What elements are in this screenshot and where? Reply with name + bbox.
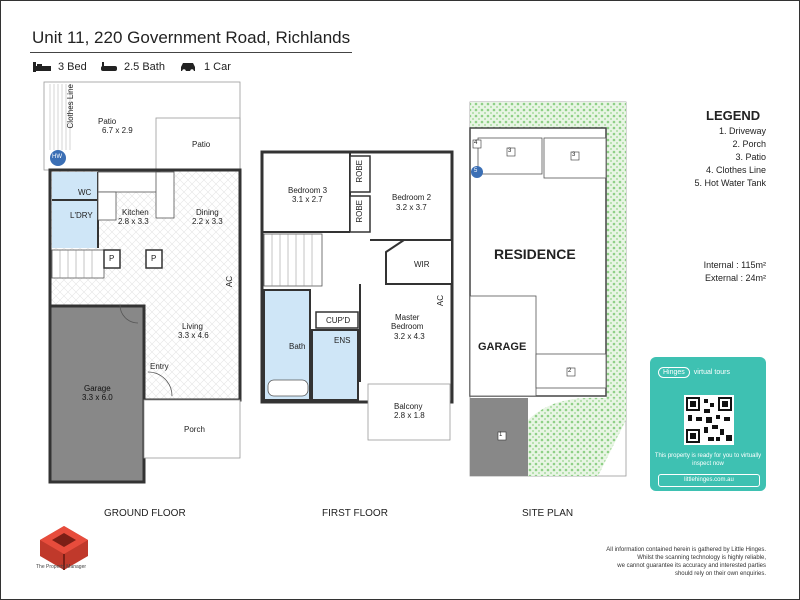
garage-label: Garage — [84, 384, 111, 393]
disclaimer-line-1: All information contained herein is gath… — [606, 547, 766, 553]
residence-label: RESIDENCE — [494, 246, 576, 262]
ground-floor-label: GROUND FLOOR — [104, 508, 186, 519]
porch-label: Porch — [184, 425, 205, 434]
legend-title: LEGEND — [706, 108, 761, 123]
baths-feature: 2.5 Bath — [100, 61, 165, 73]
cars-feature: 1 Car — [178, 61, 231, 73]
site-garage-label: GARAGE — [478, 341, 527, 353]
bathtub-icon — [101, 62, 117, 71]
laundry-label: L'DRY — [70, 211, 93, 220]
property-manager-logo-icon — [40, 526, 88, 570]
kitchen-label: Kitchen — [122, 208, 149, 217]
virtual-tours-text: virtual tours — [693, 369, 730, 376]
master-label-2: Bedroom — [391, 322, 424, 331]
wc-label: WC — [78, 188, 92, 197]
legend-item-5: 5. Hot Water Tank — [694, 178, 766, 188]
wir-label: WIR — [414, 260, 430, 269]
disclaimer-line-4: should rely on their own enquiries. — [674, 571, 766, 578]
site-marker-2: 2 — [568, 368, 572, 374]
living-label: Living — [182, 322, 203, 331]
virtual-tour-url[interactable]: littlehinges.com.au — [658, 474, 760, 487]
beds-feature: 3 Bed — [32, 61, 87, 73]
kitchen-dim: 2.8 x 3.3 — [118, 217, 149, 226]
first-floor-label: FIRST FLOOR — [322, 508, 388, 519]
bedroom3-dim: 3.1 x 2.7 — [292, 195, 323, 204]
garage-dim: 3.3 x 6.0 — [82, 393, 113, 402]
baths-count: 2.5 Bath — [124, 61, 165, 73]
dining-label: Dining — [196, 208, 219, 217]
cars-count: 1 Car — [204, 61, 231, 73]
balcony-dim: 2.8 x 1.8 — [394, 411, 425, 420]
cupboard-label: CUP'D — [326, 316, 351, 325]
virtual-tour-brand: Hinges virtual tours — [658, 367, 730, 378]
site-marker-5: 5 — [474, 168, 478, 174]
ensuite-label: ENS — [334, 336, 351, 345]
hot-water-label: HW — [52, 154, 62, 160]
bed-icon — [33, 62, 51, 72]
disclaimer-line-2: Whilst the scanning technology is highly… — [637, 555, 766, 562]
living-dim: 3.3 x 4.6 — [178, 331, 209, 340]
external-area: External : 24m² — [704, 273, 766, 283]
patio-main-label: Patio — [98, 117, 117, 126]
master-dim: 3.2 x 4.3 — [394, 332, 425, 341]
site-marker-3b: 3 — [572, 152, 576, 158]
legend-item-4: 4. Clothes Line — [705, 165, 766, 175]
disclaimer-line-3: we cannot guarantee its accuracy and int… — [617, 563, 766, 570]
property-address: Unit 11, 220 Government Road, Richlands — [32, 28, 351, 47]
bedroom2-dim: 3.2 x 3.7 — [396, 203, 427, 212]
qr-code-icon[interactable] — [684, 395, 734, 445]
brand-name: The Property Manager — [36, 564, 87, 570]
legend-item-3: 3. Patio — [735, 152, 766, 162]
entry-label: Entry — [150, 362, 169, 371]
site-plan-label: SITE PLAN — [522, 508, 574, 519]
hinges-logo: Hinges — [658, 367, 690, 378]
bath-label: Bath — [289, 342, 306, 351]
dining-dim: 2.2 x 3.3 — [192, 217, 223, 226]
patio-side-label: Patio — [192, 140, 211, 149]
master-label: Master — [395, 313, 420, 322]
internal-area: Internal : 115m² — [703, 260, 766, 270]
patio-main-dim: 6.7 x 2.9 — [102, 126, 133, 135]
balcony-label: Balcony — [394, 402, 423, 411]
legend-item-2: 2. Porch — [732, 139, 766, 149]
legend-item-1: 1. Driveway — [718, 126, 766, 136]
site-marker-1: 1 — [499, 432, 503, 438]
bedroom2-label: Bedroom 2 — [392, 193, 432, 202]
site-marker-3a: 3 — [508, 148, 512, 154]
beds-count: 3 Bed — [58, 61, 87, 73]
bedroom3-label: Bedroom 3 — [288, 186, 328, 195]
pantry-label-1: P — [109, 254, 115, 263]
virtual-tour-message: This property is ready for you to virtua… — [654, 453, 762, 467]
title-divider — [30, 52, 352, 53]
virtual-tour-card[interactable]: Hinges virtual tours This property is re… — [650, 357, 766, 491]
pantry-label-2: P — [151, 254, 157, 263]
site-marker-4: 4 — [474, 140, 478, 146]
car-icon — [181, 63, 195, 73]
disclaimer: All information contained herein is gath… — [546, 546, 766, 578]
